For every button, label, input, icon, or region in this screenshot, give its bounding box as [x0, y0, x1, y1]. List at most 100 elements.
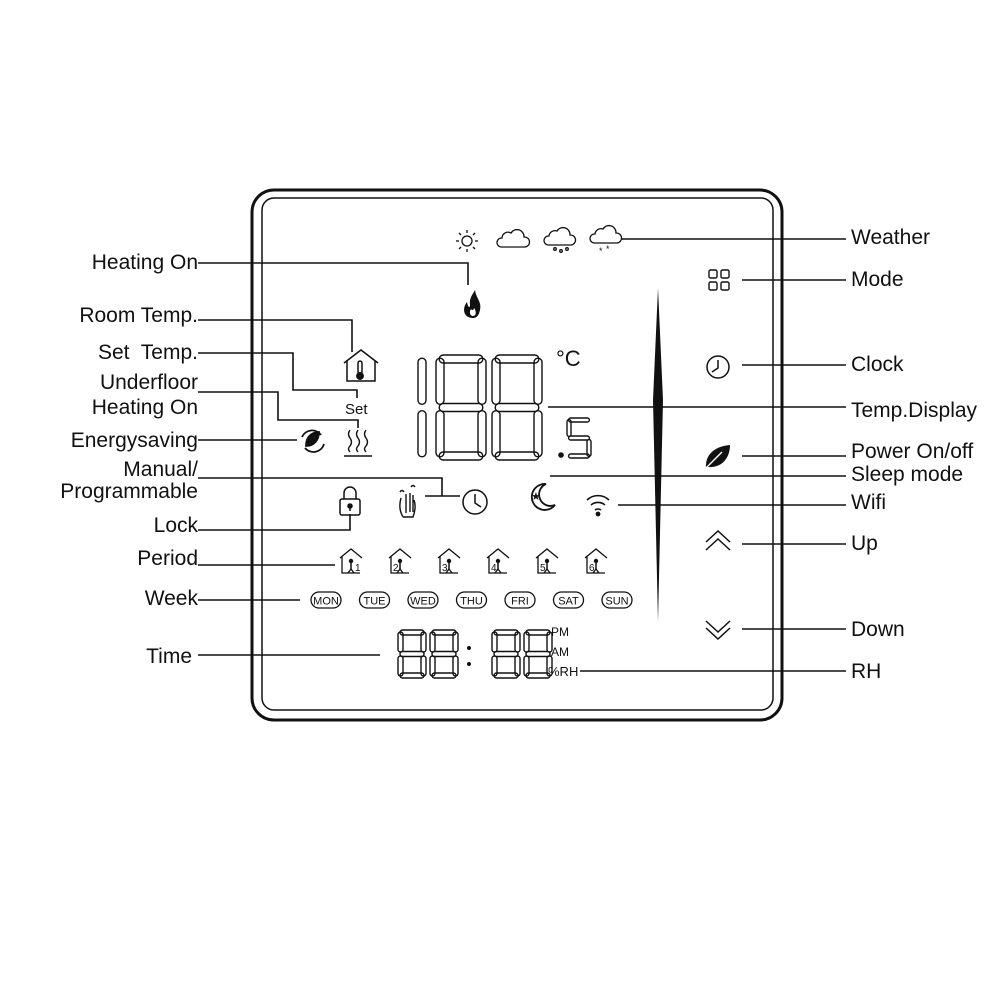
day-label: TUE — [364, 596, 386, 608]
mode-icon[interactable] — [708, 269, 730, 291]
label-clock: Clock — [851, 353, 904, 376]
segment-d — [494, 451, 540, 461]
segment-b — [417, 357, 427, 406]
sun-icon — [456, 230, 478, 252]
period-1-icon: 1 — [339, 548, 363, 574]
period-number: 1 — [355, 563, 361, 574]
label-sleep: Sleep mode — [851, 463, 964, 486]
segment-b — [533, 357, 543, 406]
segment-a — [567, 417, 591, 423]
label-manual-line2: Programmable — [60, 480, 198, 503]
day-label: MON — [313, 596, 339, 608]
label-up: Up — [851, 532, 878, 555]
segment-d — [567, 453, 591, 459]
temperature-decimal — [566, 417, 592, 459]
label-down: Down — [851, 618, 905, 641]
lock-icon — [339, 486, 361, 516]
label-time: Time — [146, 645, 192, 668]
temp-digit-2 — [435, 354, 487, 461]
period-number: 3 — [442, 563, 448, 574]
power-leaf-icon[interactable] — [705, 445, 730, 469]
wifi-icon — [586, 494, 610, 517]
day-label: THU — [460, 596, 483, 608]
down-chevron-icon[interactable] — [705, 620, 731, 641]
cloud-icon — [496, 229, 531, 248]
day-fri: FRI — [504, 591, 536, 609]
period-6-icon: 6 — [584, 548, 608, 574]
up-chevron-icon[interactable] — [705, 529, 731, 551]
label-set-temp: Set Temp. — [98, 341, 198, 364]
label-wifi: Wifi — [851, 491, 886, 514]
rain-icon — [543, 227, 577, 253]
label-heating-on: Heating On — [91, 251, 198, 274]
segment-e — [435, 410, 445, 458]
label-rh: RH — [851, 660, 882, 683]
segment-g — [567, 435, 591, 441]
pm-indicator: PM — [551, 625, 569, 639]
svg-text:*: * — [606, 244, 610, 254]
segment-c — [477, 410, 487, 458]
time-digit-1 — [397, 629, 427, 679]
room-temp-icon — [343, 349, 379, 382]
period-3-icon: 3 — [437, 548, 461, 574]
segment-g — [525, 650, 551, 658]
segment-g — [431, 650, 457, 658]
label-lock: Lock — [153, 514, 198, 537]
day-mon: MON — [310, 591, 342, 609]
day-wed: WED — [407, 591, 439, 609]
am-indicator: AM — [551, 645, 569, 659]
day-label: SUN — [605, 596, 628, 608]
temp-digit-3 — [491, 354, 543, 461]
period-number: 5 — [540, 563, 546, 574]
set-text: Set — [345, 401, 368, 418]
slider-bar — [653, 288, 663, 622]
time-digit-3 — [491, 629, 521, 679]
label-period: Period — [137, 547, 198, 570]
day-thu: THU — [455, 591, 488, 609]
day-sun: SUN — [601, 591, 633, 609]
label-week: Week — [144, 587, 198, 610]
time-digit-2 — [429, 629, 459, 679]
snow-icon: * * — [589, 225, 623, 256]
clock-icon[interactable] — [706, 355, 730, 379]
day-tue: TUE — [358, 591, 391, 609]
segment-c — [417, 410, 427, 458]
period-number: 4 — [491, 563, 497, 574]
label-temp-display: Temp.Display — [851, 399, 978, 422]
period-4-icon: 4 — [486, 548, 510, 574]
temp-decimal-digit — [566, 417, 592, 459]
period-2-icon: 2 — [388, 548, 412, 574]
label-mode: Mode — [851, 268, 904, 291]
segment-b — [477, 357, 487, 406]
manual-hand-icon — [399, 484, 416, 518]
segment-a — [438, 354, 484, 364]
energy-saving-icon — [301, 429, 325, 453]
segment-a — [494, 354, 540, 364]
time-display — [397, 629, 553, 679]
segment-f — [491, 357, 501, 406]
week-days: MON TUE WED THU FRI SAT SUN — [310, 591, 633, 609]
temp-digit-1 — [417, 357, 427, 458]
label-power: Power On/off — [851, 440, 974, 463]
day-label: FRI — [511, 596, 529, 608]
label-energysaving: Energysaving — [70, 429, 198, 452]
label-room-temp: Room Temp. — [79, 304, 198, 327]
period-icons: 1 2 3 4 5 6 — [339, 548, 608, 574]
day-sat: SAT — [552, 591, 585, 609]
sleep-moon-icon: ★ — [530, 483, 556, 511]
temperature-display — [417, 354, 543, 461]
time-digit-4 — [523, 629, 553, 679]
label-manual-line1: Manual/ — [123, 458, 198, 481]
flame-icon — [464, 290, 481, 318]
label-underfloor-line1: Underfloor — [99, 371, 198, 394]
segment-g — [399, 650, 425, 658]
label-weather: Weather — [851, 226, 930, 249]
segment-g — [493, 650, 519, 658]
svg-text:★: ★ — [531, 491, 541, 503]
label-underfloor-line2: Heating On — [91, 396, 198, 419]
period-number: 2 — [393, 563, 399, 574]
day-label: WED — [410, 596, 436, 608]
decimal-point — [558, 452, 564, 458]
